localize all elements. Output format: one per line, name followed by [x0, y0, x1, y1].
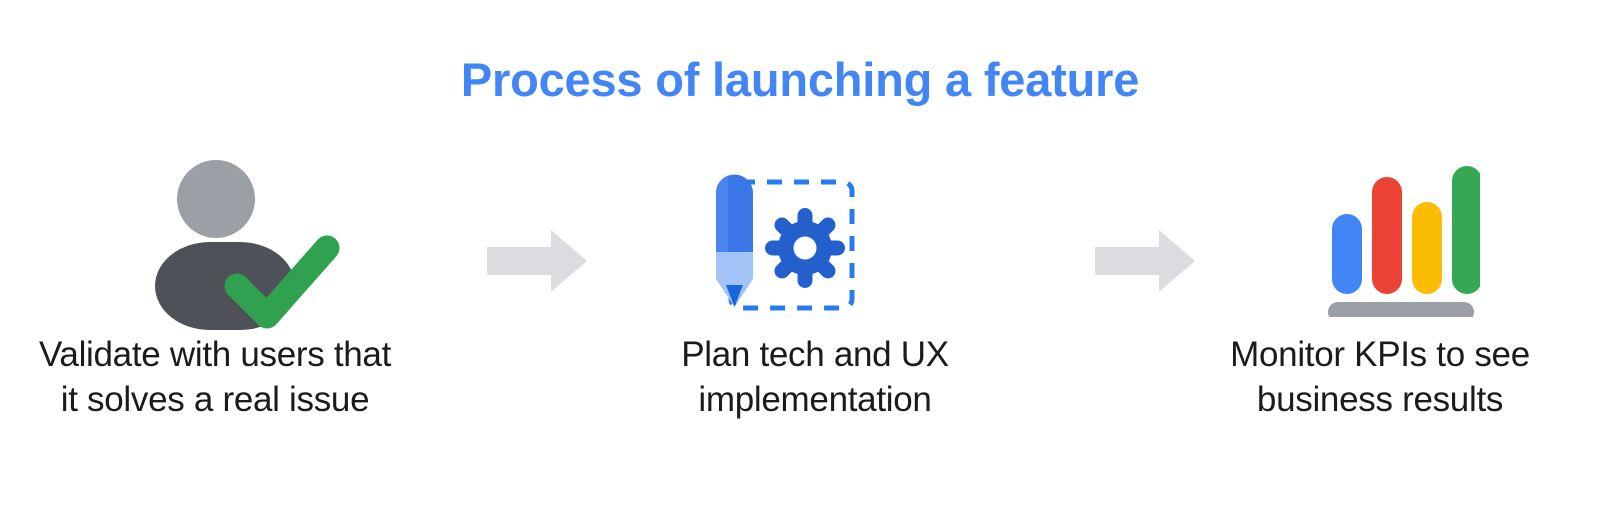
process-step-plan[interactable]: Plan tech and UX implementation [595, 140, 1035, 460]
monitor-caption-line-2: business results [1256, 380, 1504, 419]
chart-baseline [1328, 302, 1474, 322]
arrow-step2-to-step3-icon [1095, 230, 1195, 292]
bar-yellow [1412, 202, 1442, 294]
person-head-icon [177, 160, 255, 238]
green-checkmark-icon [223, 228, 343, 338]
page-title: Process of launching a feature [460, 53, 1140, 106]
monitor-icon-area [1160, 140, 1600, 330]
process-step-monitor[interactable]: Monitor KPIs to see business results [1160, 140, 1600, 460]
validate-icon-area [0, 140, 435, 330]
plan-icon-area [595, 140, 1035, 330]
monitor-caption: Monitor KPIs to see business results [1160, 332, 1600, 422]
process-steps-row: Validate with users that it solves a rea… [0, 140, 1600, 460]
pencil-gear-icon [710, 173, 860, 318]
validate-caption: Validate with users that it solves a rea… [0, 332, 435, 422]
monitor-caption-line-1: Monitor KPIs to see [1230, 335, 1530, 374]
arrow-step1-to-step2-icon [487, 230, 587, 292]
bar-red [1372, 177, 1402, 294]
process-step-validate[interactable]: Validate with users that it solves a rea… [0, 140, 435, 460]
bar-green [1452, 166, 1482, 294]
gear-icon [765, 208, 845, 288]
bar-blue [1332, 214, 1362, 294]
plan-caption-line-1: Plan tech and UX [681, 335, 949, 374]
bar-chart-icon [1320, 162, 1482, 322]
validate-caption-line-2: it solves a real issue [60, 380, 370, 419]
plan-caption: Plan tech and UX implementation [595, 332, 1035, 422]
validate-caption-line-1: Validate with users that [38, 335, 392, 374]
plan-caption-line-2: implementation [698, 380, 932, 419]
